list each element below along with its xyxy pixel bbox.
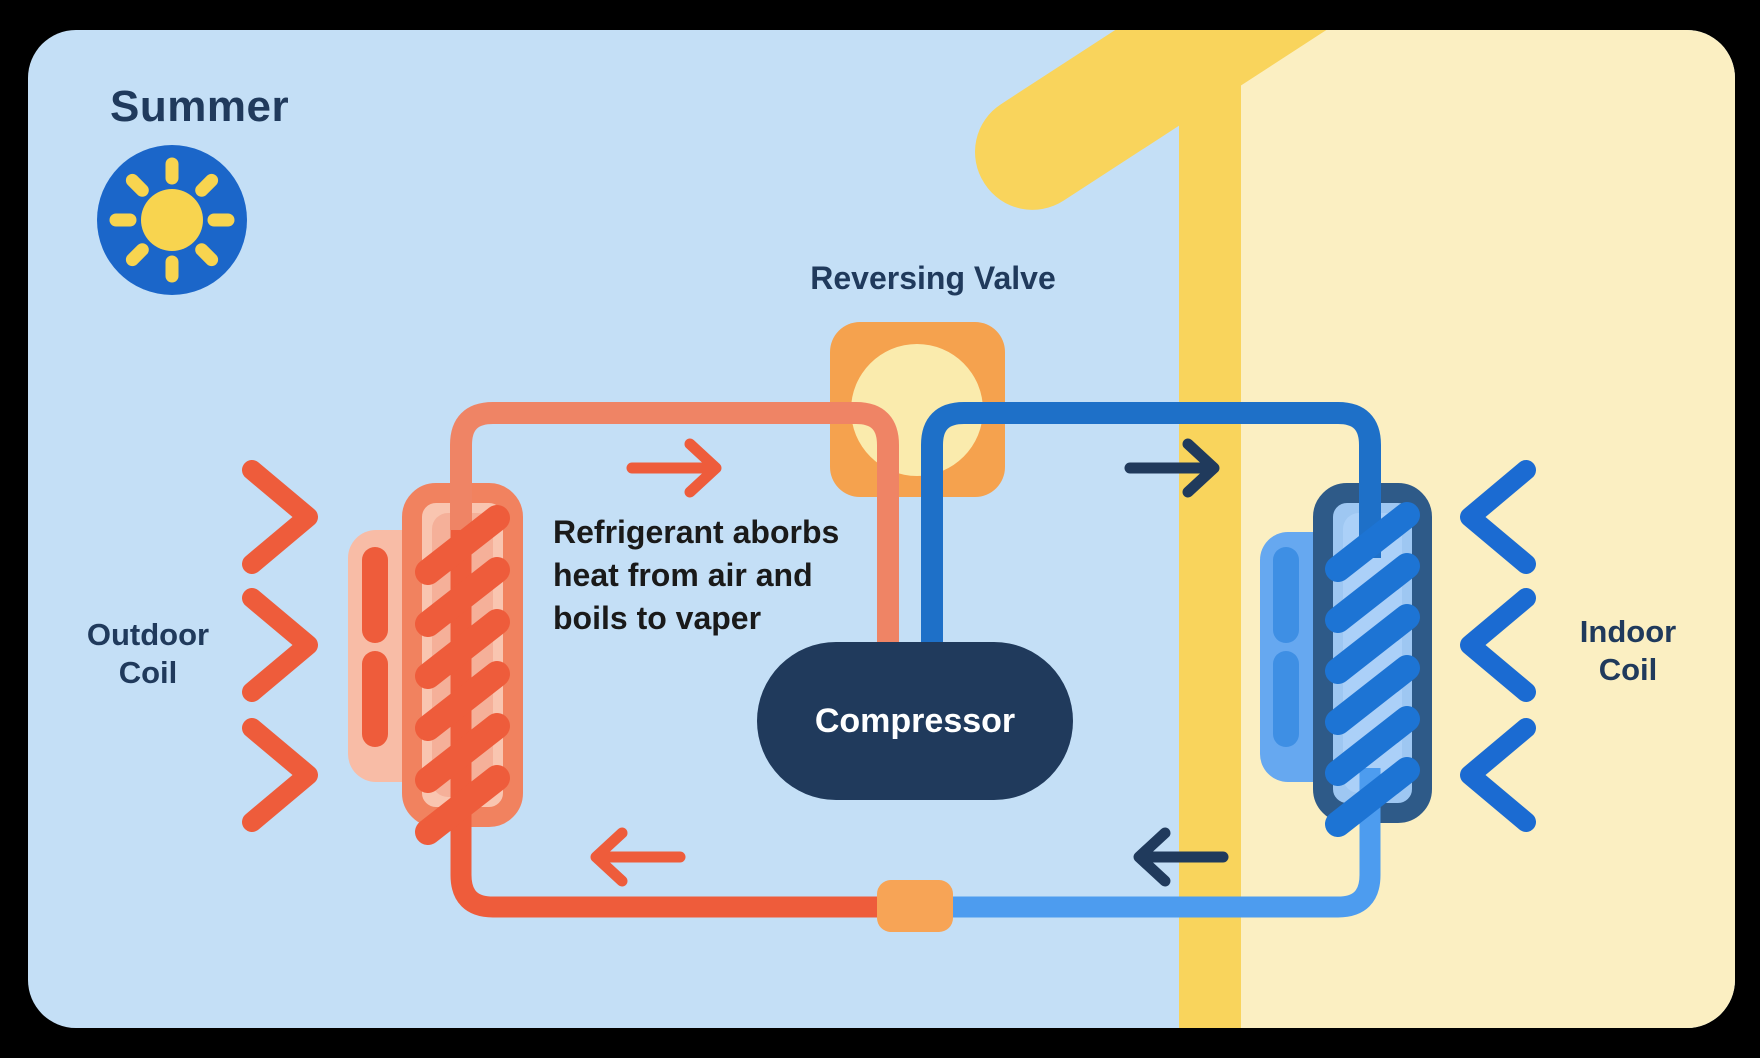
compressor: Compressor [757, 642, 1073, 800]
refrigerant-loop-overlay [242, 402, 1536, 918]
cold-flow-right-arrow-icon [1124, 438, 1220, 498]
hot-pipe-bottom [450, 510, 908, 918]
outdoor-coil-label: Outdoor Coil [48, 616, 248, 692]
cold-flow-left-arrow-icon [1133, 827, 1229, 887]
house-wall [1179, 70, 1241, 1028]
indoor-airflow-chevrons-icon [1460, 460, 1536, 832]
outdoor-coil-windings [415, 505, 510, 845]
refrigerant-note-line3: boils to vaper [553, 600, 762, 636]
refrigerant-note-line2: heat from air and [553, 557, 813, 593]
cold-pipe-bottom [928, 768, 1381, 918]
hot-flow-left-arrow-icon [590, 827, 686, 887]
hot-pipe-top [450, 402, 899, 655]
indoor-coil-label-line2: Coil [1598, 652, 1658, 687]
refrigerant-note: Refrigerant aborbs heat from air and boi… [553, 511, 893, 640]
cold-pipe-top [921, 402, 1381, 655]
sun-icon [97, 145, 247, 295]
indoor-coil-windings [1325, 502, 1420, 837]
indoor-coil-label-line1: Indoor [1579, 614, 1677, 649]
season-title: Summer [110, 82, 290, 131]
outdoor-coil-label-line1: Outdoor [86, 617, 210, 652]
refrigerant-note-line1: Refrigerant aborbs [553, 514, 840, 550]
compressor-label: Compressor [814, 701, 1016, 740]
hot-flow-right-arrow-icon [626, 438, 722, 498]
reversing-valve-label: Reversing Valve [810, 260, 1056, 296]
expansion-connector [877, 880, 953, 932]
outdoor-airflow-chevrons-icon [242, 460, 318, 832]
outdoor-coil-label-line2: Coil [118, 655, 178, 690]
diagram-panel: Summer Reversing Valve Outdoor Coil Indo… [28, 30, 1735, 1028]
indoor-coil-label: Indoor Coil [1528, 613, 1728, 689]
